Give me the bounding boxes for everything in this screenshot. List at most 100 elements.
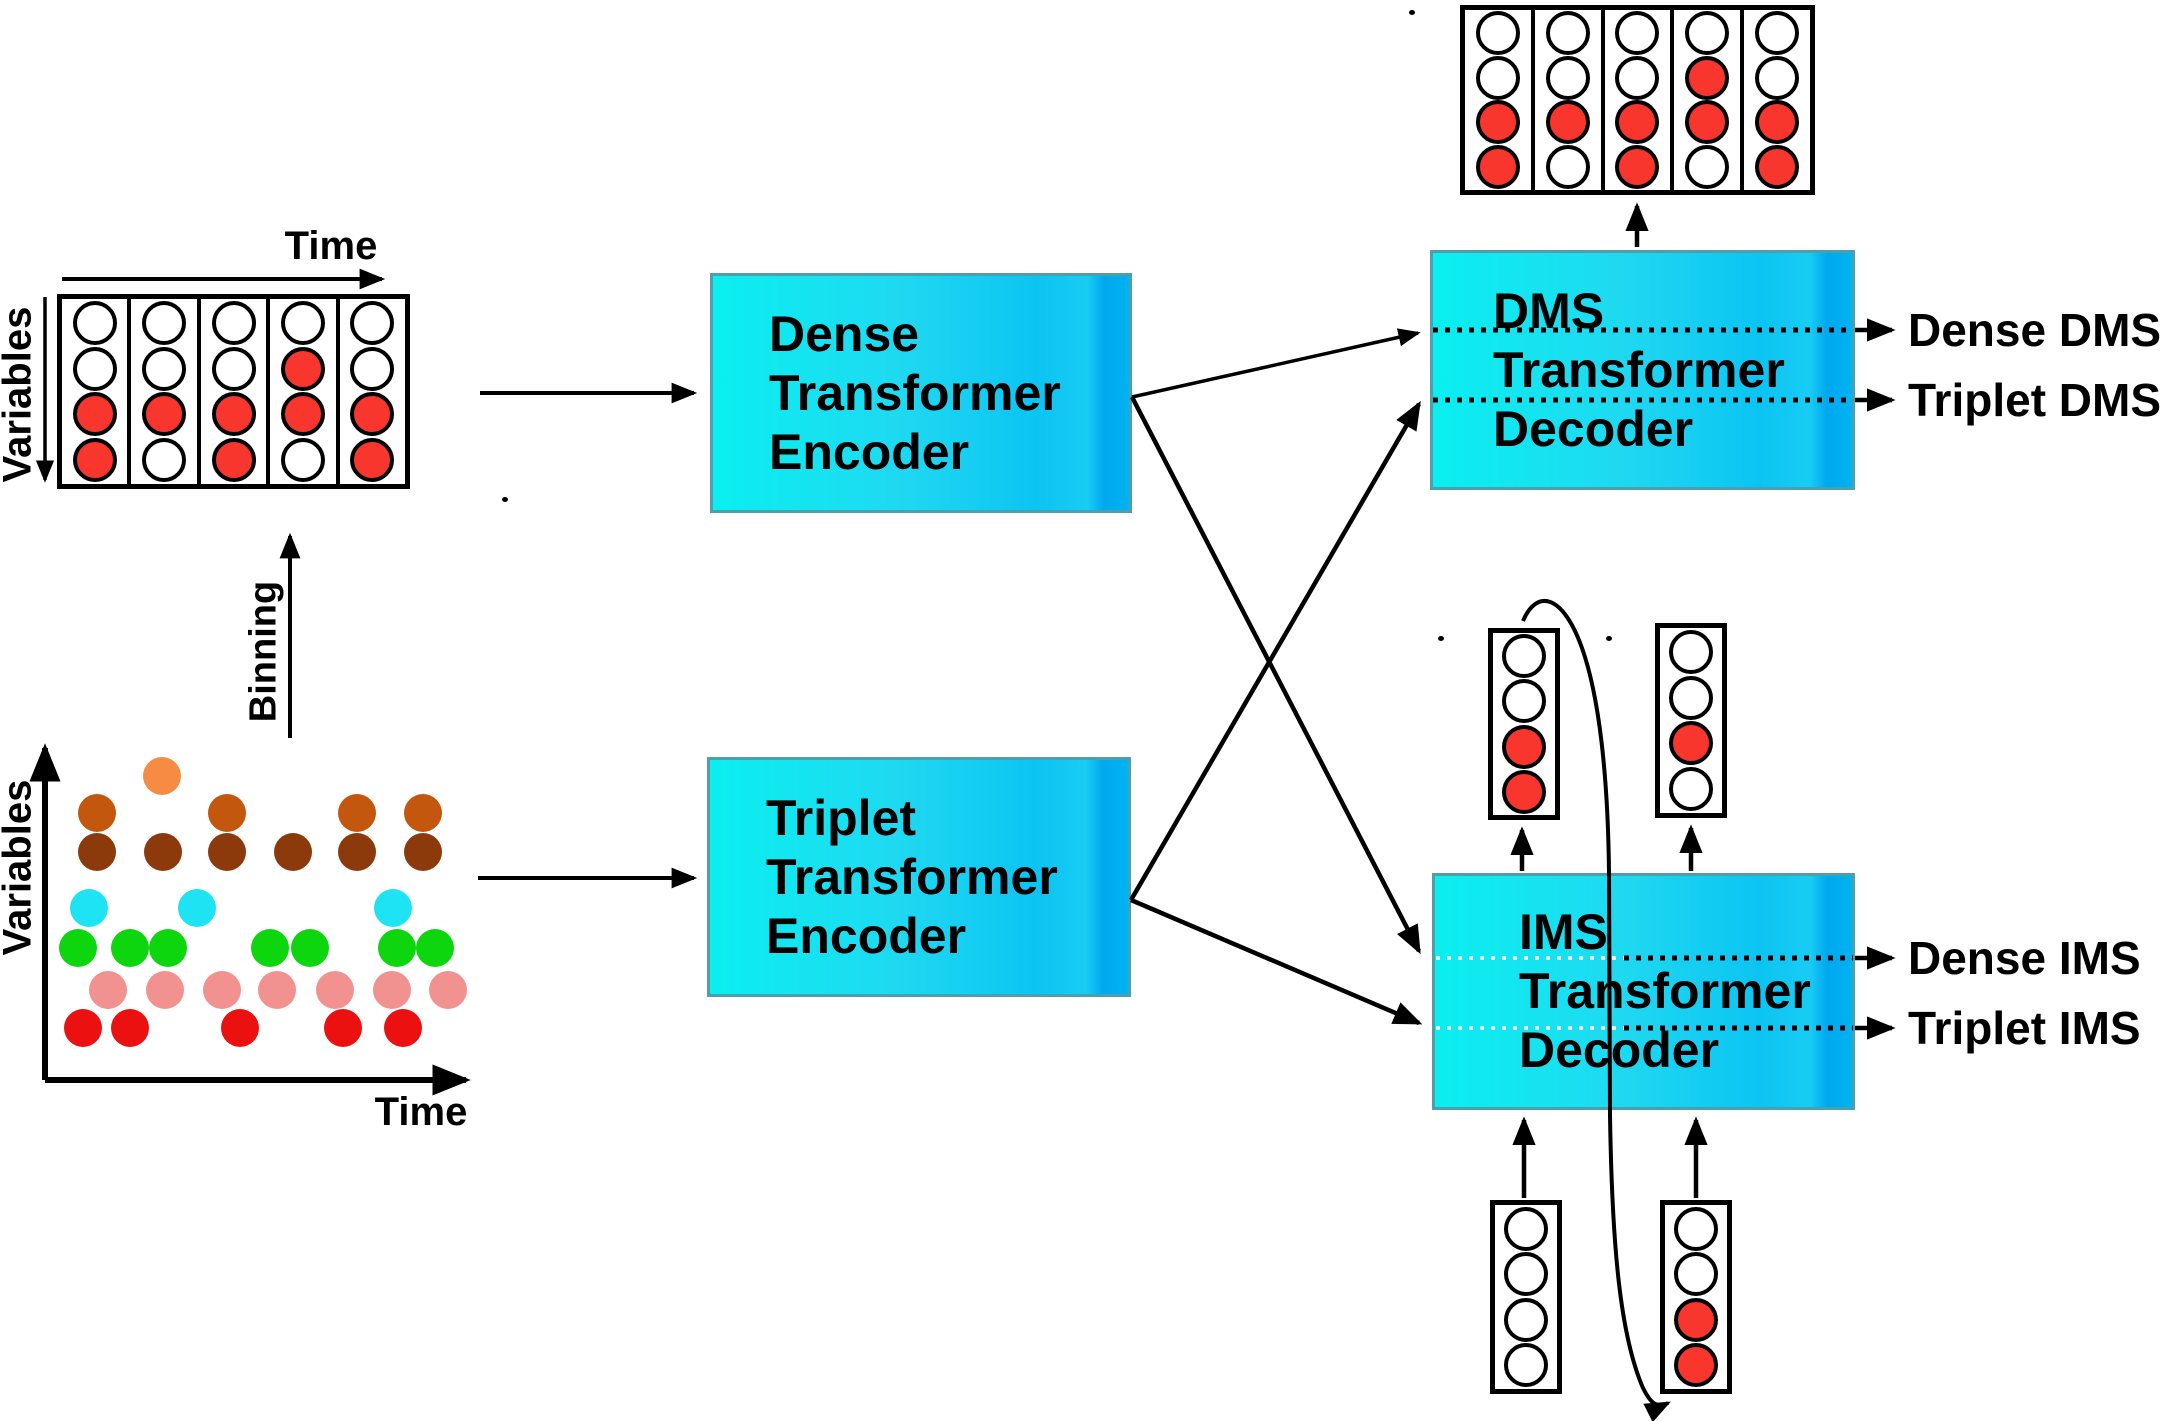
scatter-dot-chocolate (208, 794, 246, 832)
cell-missing (142, 438, 187, 483)
cell-missing (1504, 1252, 1548, 1297)
ims-input-strip-left (1490, 1200, 1562, 1394)
cell-missing (72, 346, 117, 391)
binned-grid-time-label: Time (284, 224, 378, 268)
cell-missing (1545, 55, 1590, 100)
scatter-dot-pink (316, 971, 354, 1009)
cell-missing (1615, 55, 1660, 100)
ims-input-strip-right (1660, 1200, 1732, 1394)
cell-missing (72, 300, 117, 345)
scatter-dot-brown (78, 833, 116, 871)
grid-column (1495, 1205, 1557, 1389)
cell-observed (72, 438, 117, 483)
grid-column (270, 299, 340, 484)
scatter-dot-pink (146, 971, 184, 1009)
scatter-dot-brown (338, 833, 376, 871)
grid-column (131, 299, 201, 484)
output-label-dense-dms: Dense DMS (1908, 304, 2162, 356)
dense-to-dms-arrow (1131, 328, 1421, 399)
cell-missing (1669, 629, 1713, 674)
cell-missing (1504, 1343, 1548, 1388)
scatter-dot-red (324, 1009, 362, 1047)
scatter-dot-pink (373, 971, 411, 1009)
cell-observed (350, 438, 395, 483)
scatter-dot-green (59, 929, 97, 967)
cell-missing (1502, 679, 1546, 724)
cell-observed (1615, 100, 1660, 145)
scatter-dot-brown (404, 833, 442, 871)
output-label-triplet-dms: Triplet DMS (1908, 374, 2162, 426)
cell-observed (1545, 100, 1590, 145)
cell-missing (1674, 1206, 1718, 1251)
cell-observed (1685, 100, 1730, 145)
scatter-variables-label: Variables (0, 779, 40, 956)
cell-missing (1475, 10, 1520, 55)
scatter-dot-green (291, 929, 329, 967)
cell-observed (72, 392, 117, 437)
scatter-dot-chocolate (78, 794, 116, 832)
cell-observed (1502, 724, 1546, 769)
cell-missing (1685, 145, 1730, 190)
scatter-dot-cyan (178, 889, 216, 927)
cell-missing (1755, 10, 1800, 55)
scatter-dot-cyan (374, 889, 412, 927)
cell-missing (1669, 767, 1713, 812)
cell-missing (142, 346, 187, 391)
cell-observed (1615, 145, 1660, 190)
stray-mark (1438, 636, 1444, 641)
scatter-dot-pink (203, 971, 241, 1009)
scatter-dot-red (384, 1009, 422, 1047)
stray-mark (502, 497, 508, 502)
cell-observed (280, 346, 325, 391)
scatter-dot-brown (208, 833, 246, 871)
cell-missing (211, 346, 256, 391)
cell-observed (1674, 1343, 1718, 1388)
cell-missing (280, 300, 325, 345)
cell-missing (280, 438, 325, 483)
scatter-dot-pink (258, 971, 296, 1009)
grid-column (201, 299, 271, 484)
scatter-dot-pink (89, 971, 127, 1009)
scatter-dot-red (221, 1009, 259, 1047)
scatter-dot-green (111, 929, 149, 967)
scatter-time-label: Time (374, 1090, 468, 1134)
scatter-dot-orange (143, 757, 181, 795)
cell-missing (1475, 55, 1520, 100)
stray-mark (1606, 636, 1612, 641)
ims-output-strip-right (1655, 623, 1727, 818)
cell-observed (1502, 769, 1546, 814)
cell-missing (1504, 1297, 1548, 1342)
cell-missing (211, 300, 256, 345)
ims-transformer-decoder-box: IMS Transformer Decoder (1432, 873, 1855, 1110)
cell-missing (350, 300, 395, 345)
cell-missing (142, 300, 187, 345)
ims-output-strip-left (1488, 628, 1560, 820)
dms-output-grid (1460, 5, 1815, 195)
scatter-dot-green (416, 929, 454, 967)
cell-missing (1615, 10, 1660, 55)
binned-grid-variables-label: Variables (0, 306, 40, 483)
cell-missing (1545, 145, 1590, 190)
grid-column (1660, 628, 1722, 813)
cell-observed (1755, 100, 1800, 145)
cell-missing (1504, 1206, 1548, 1251)
scatter-dot-green (149, 929, 187, 967)
dense-to-ims-arrow (1130, 395, 1421, 955)
cell-observed (142, 392, 187, 437)
cell-missing (1674, 1252, 1718, 1297)
grid-column (1493, 633, 1555, 815)
scatter-dot-chocolate (338, 794, 376, 832)
cell-observed (1674, 1297, 1718, 1342)
cell-observed (350, 392, 395, 437)
grid-column (1605, 10, 1675, 190)
cell-observed (1685, 55, 1730, 100)
grid-column (1535, 10, 1605, 190)
grid-column (62, 299, 132, 484)
cell-observed (280, 392, 325, 437)
cell-observed (211, 392, 256, 437)
scatter-dot-brown (274, 833, 312, 871)
triplet-to-ims-arrow (1130, 897, 1423, 1026)
grid-column (1665, 1205, 1727, 1389)
